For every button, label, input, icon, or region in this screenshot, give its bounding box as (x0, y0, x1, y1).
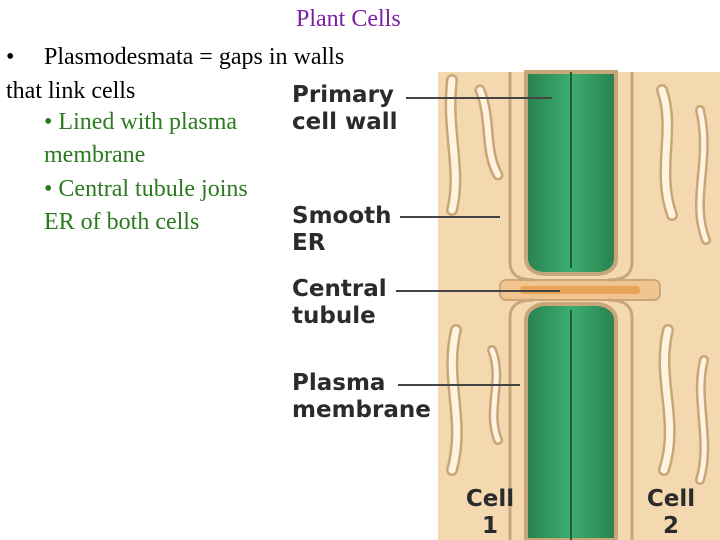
label-line: Cell (465, 486, 515, 512)
er-tubule (697, 107, 709, 243)
plasma-membrane-outline (607, 72, 634, 282)
slide-title: Plant Cells (296, 6, 401, 32)
sub-bullet-plasma: • Lined with plasma membrane (44, 106, 294, 172)
sub-bullet-text: Lined with plasma membrane (44, 109, 238, 168)
label-line: Cell (646, 486, 696, 512)
label-line: Central (292, 276, 387, 302)
label-line: 1 (481, 513, 498, 539)
label-line: 2 (662, 513, 679, 539)
er-tubule (697, 357, 707, 483)
bullet-mark: • (6, 44, 15, 70)
er-tubule (658, 86, 676, 219)
sub-bullet-tubule: • Central tubule joins ER of both cells (44, 173, 264, 239)
plasma-membrane-outline (508, 72, 535, 282)
er-tubule (660, 326, 674, 474)
label-line: membrane (292, 397, 431, 423)
main-bullet: •Plasmodesmata = gaps in walls that link… (6, 40, 366, 108)
label-line: Primary (292, 82, 394, 108)
label-line: Plasma (292, 370, 386, 396)
label-line: tubule (292, 303, 376, 329)
er-tubule (448, 326, 461, 474)
sub-bullet-mark: • (44, 109, 53, 135)
label-line: ER (292, 230, 326, 256)
er-tubule (489, 347, 501, 443)
sub-bullet-mark: • (44, 176, 53, 202)
plasma-membrane-outline (508, 298, 535, 540)
label-line: Smooth (292, 203, 392, 229)
plasma-membrane-outline (607, 298, 634, 540)
label-line: cell wall (292, 109, 398, 135)
er-tubule (447, 76, 459, 214)
main-bullet-text: Plasmodesmata = gaps in walls that link … (6, 44, 345, 104)
sub-bullet-text: Central tubule joins ER of both cells (44, 176, 248, 235)
